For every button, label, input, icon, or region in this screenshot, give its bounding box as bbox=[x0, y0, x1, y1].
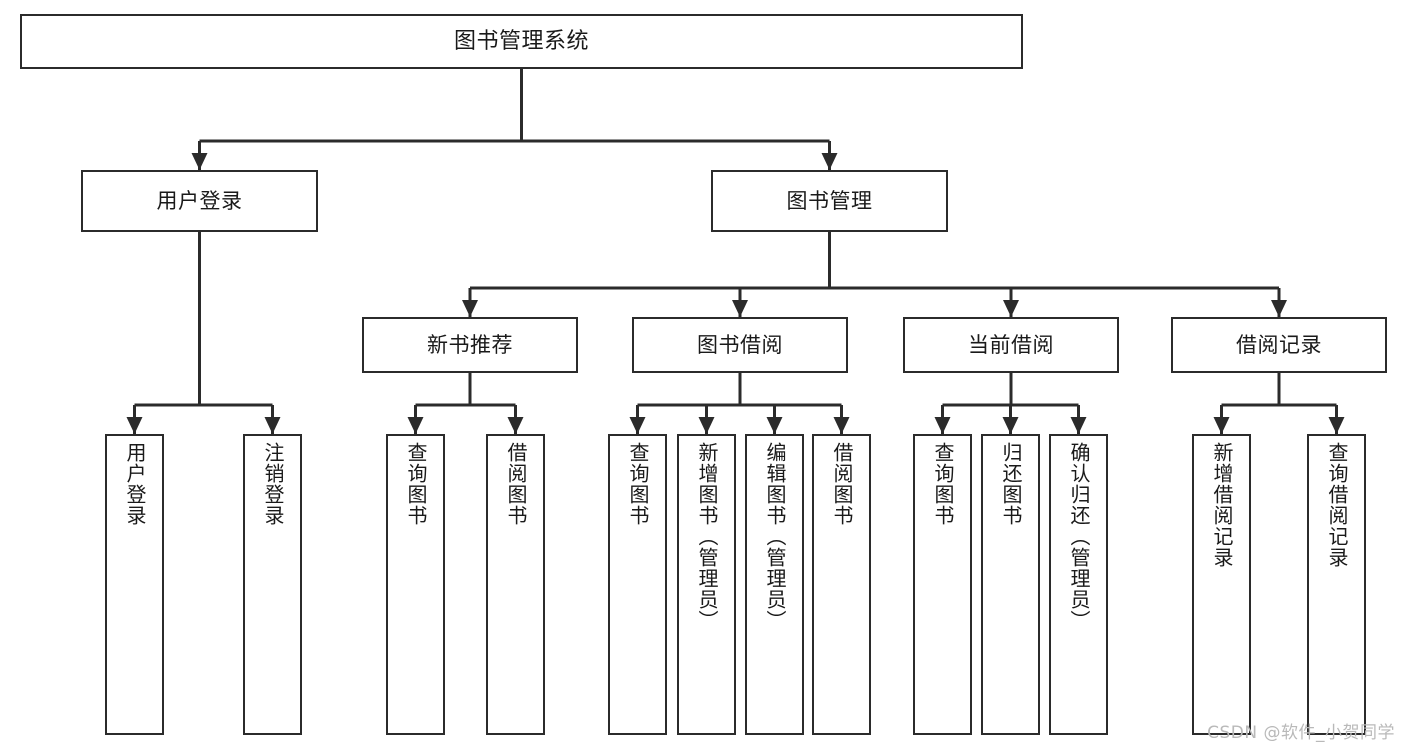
node-label-leaf-borrow-add: 新增图书（管理员） bbox=[695, 442, 719, 631]
watermark-text: CSDN @软件_小贺同学 bbox=[1207, 723, 1395, 743]
arrow-head bbox=[766, 417, 783, 434]
node-leaf-rec-add[interactable]: 新增借阅记录 bbox=[1192, 434, 1251, 735]
node-book-borrow[interactable]: 图书借阅 bbox=[632, 317, 848, 373]
node-label-leaf-borrow-query: 查询图书 bbox=[626, 442, 650, 526]
node-label-leaf-user-login: 用户登录 bbox=[123, 442, 147, 526]
node-label-user-login: 用户登录 bbox=[156, 188, 243, 213]
node-label-leaf-rec-borrow: 借阅图书 bbox=[504, 442, 528, 526]
arrow-head bbox=[407, 417, 424, 434]
node-leaf-rec-query[interactable]: 查询图书 bbox=[386, 434, 445, 735]
node-leaf-borrow-lend[interactable]: 借阅图书 bbox=[812, 434, 871, 735]
node-leaf-cur-return[interactable]: 归还图书 bbox=[981, 434, 1040, 735]
arrow-head bbox=[1003, 300, 1019, 317]
arrow-head bbox=[462, 300, 478, 317]
node-leaf-borrow-edit[interactable]: 编辑图书（管理员） bbox=[745, 434, 804, 735]
node-leaf-rec-search[interactable]: 查询借阅记录 bbox=[1307, 434, 1366, 735]
arrow-head bbox=[1213, 417, 1230, 434]
arrow-head bbox=[698, 417, 715, 434]
node-label-new-book-rec: 新书推荐 bbox=[427, 332, 513, 357]
arrow-head bbox=[934, 417, 951, 434]
arrow-head bbox=[732, 300, 748, 317]
node-leaf-user-logout[interactable]: 注销登录 bbox=[243, 434, 302, 735]
node-label-leaf-cur-confirm: 确认归还（管理员） bbox=[1067, 442, 1091, 631]
node-book-manage[interactable]: 图书管理 bbox=[711, 170, 948, 232]
arrow-head bbox=[1002, 417, 1019, 434]
node-label-leaf-user-logout: 注销登录 bbox=[261, 442, 285, 526]
node-leaf-user-login[interactable]: 用户登录 bbox=[105, 434, 164, 735]
node-label-leaf-rec-search: 查询借阅记录 bbox=[1325, 442, 1349, 568]
node-leaf-cur-confirm[interactable]: 确认归还（管理员） bbox=[1049, 434, 1108, 735]
node-leaf-cur-query[interactable]: 查询图书 bbox=[913, 434, 972, 735]
node-label-leaf-rec-add: 新增借阅记录 bbox=[1210, 442, 1234, 568]
arrow-head bbox=[126, 417, 143, 434]
node-label-borrow-record: 借阅记录 bbox=[1236, 332, 1322, 357]
node-label-root: 图书管理系统 bbox=[453, 28, 589, 54]
node-label-leaf-borrow-edit: 编辑图书（管理员） bbox=[763, 442, 787, 631]
node-label-leaf-cur-return: 归还图书 bbox=[999, 442, 1023, 526]
arrow-head bbox=[629, 417, 646, 434]
node-label-current-borrow: 当前借阅 bbox=[968, 332, 1054, 357]
node-label-leaf-borrow-lend: 借阅图书 bbox=[830, 442, 854, 526]
arrow-head bbox=[507, 417, 524, 434]
arrow-head bbox=[1070, 417, 1087, 434]
node-label-book-manage: 图书管理 bbox=[786, 188, 873, 213]
node-borrow-record[interactable]: 借阅记录 bbox=[1171, 317, 1387, 373]
node-label-leaf-cur-query: 查询图书 bbox=[931, 442, 955, 526]
node-current-borrow[interactable]: 当前借阅 bbox=[903, 317, 1119, 373]
node-root[interactable]: 图书管理系统 bbox=[20, 14, 1023, 69]
arrow-head bbox=[191, 153, 208, 170]
node-leaf-borrow-add[interactable]: 新增图书（管理员） bbox=[677, 434, 736, 735]
arrow-head bbox=[264, 417, 281, 434]
arrow-head bbox=[1328, 417, 1345, 434]
node-leaf-borrow-query[interactable]: 查询图书 bbox=[608, 434, 667, 735]
arrow-head bbox=[821, 153, 838, 170]
node-label-leaf-rec-query: 查询图书 bbox=[404, 442, 428, 526]
node-leaf-rec-borrow[interactable]: 借阅图书 bbox=[486, 434, 545, 735]
node-new-book-rec[interactable]: 新书推荐 bbox=[362, 317, 578, 373]
node-user-login[interactable]: 用户登录 bbox=[81, 170, 318, 232]
arrow-head bbox=[833, 417, 850, 434]
node-label-book-borrow: 图书借阅 bbox=[697, 332, 783, 357]
arrow-head bbox=[1271, 300, 1287, 317]
